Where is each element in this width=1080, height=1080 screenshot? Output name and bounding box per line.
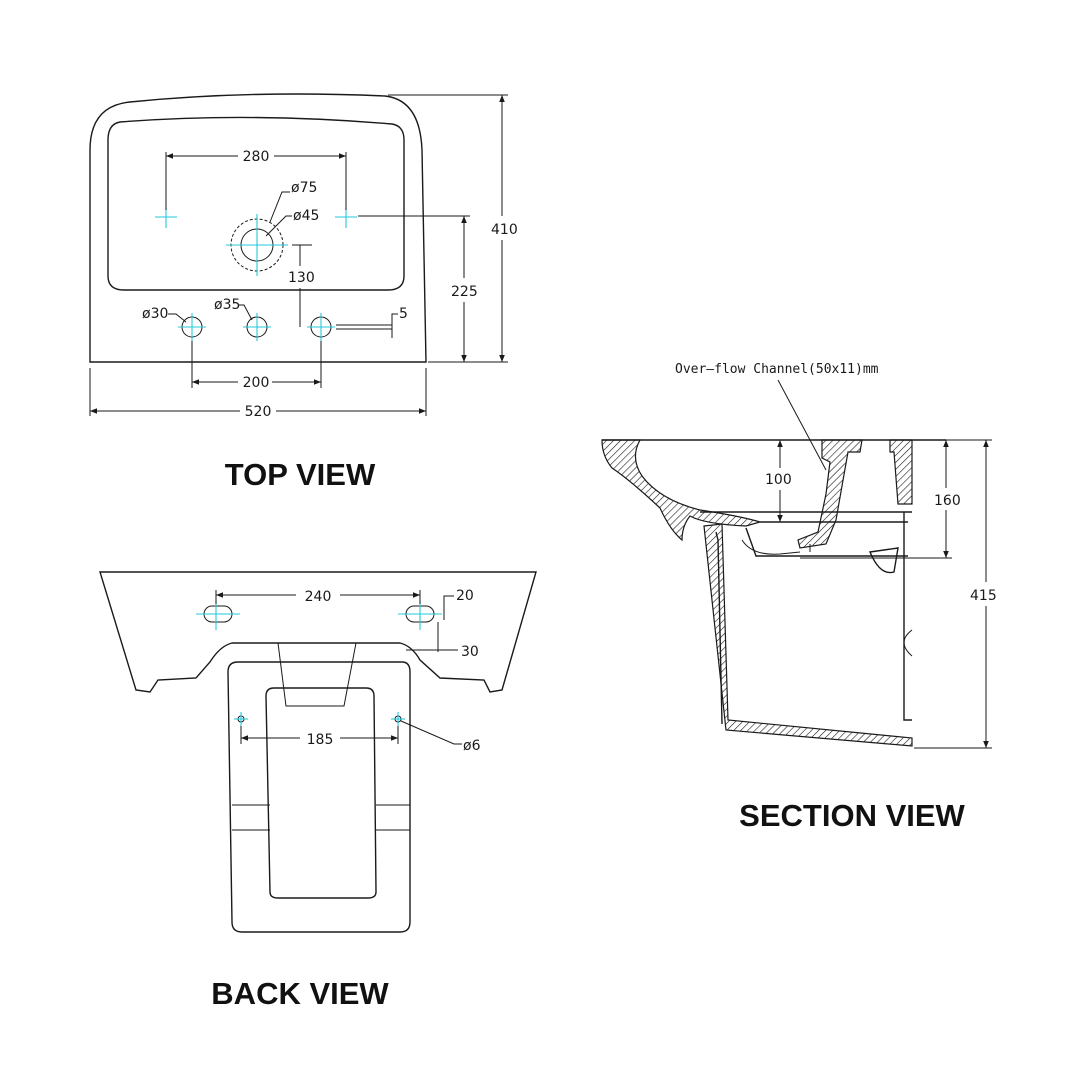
- dim-45-label: ø45: [293, 208, 319, 224]
- dim-200-label: 200: [243, 375, 270, 391]
- overflow-note-leader: [777, 379, 827, 471]
- top-view-bowl: [107, 116, 405, 291]
- section-rear-wall: [889, 439, 913, 505]
- dim-200: 200: [191, 341, 322, 391]
- dim-415-label: 415: [970, 588, 997, 604]
- dim-5-label: 5: [399, 306, 408, 322]
- top-view-title: TOP VIEW: [225, 457, 376, 492]
- dim-30-label: ø30: [142, 306, 168, 322]
- back-view-pedestal-inner: [265, 687, 377, 899]
- dim-100-label: 100: [765, 472, 792, 488]
- section-view-title: SECTION VIEW: [739, 798, 965, 833]
- dim-185: 185: [240, 726, 399, 748]
- dim-130-label: 130: [288, 270, 315, 286]
- dim-drain-diameters: ø75 ø45: [265, 180, 319, 237]
- dim-280-label: 280: [243, 149, 270, 165]
- dim-5: 5: [336, 306, 408, 338]
- dim-410-label: 410: [491, 222, 518, 238]
- dim-160-label: 160: [934, 493, 961, 509]
- mounting-hole-right: [307, 313, 335, 341]
- dim-hole-diameters: ø30 ø35: [142, 297, 253, 323]
- dim-100: 100: [765, 440, 792, 522]
- back-view-pedestal-outline: [227, 661, 411, 933]
- dim-20-label: 20: [456, 588, 474, 604]
- back-mounting-slot-right: [398, 600, 442, 630]
- section-pedestal-shell: [703, 523, 913, 747]
- dim-240: 240: [215, 589, 421, 605]
- dim-160: 160: [800, 440, 961, 559]
- back-view: 240 20 30 185 ø6 BACK VIEW: [99, 571, 537, 1011]
- back-view-siphon-cover: [277, 642, 357, 707]
- overflow-channel-note: Over–flow Channel(50x11)mm: [675, 362, 879, 377]
- section-view: Over–flow Channel(50x11)mm 100 160 415 S…: [601, 362, 997, 833]
- dim-20: 20: [443, 588, 474, 620]
- pedestal-hole-right: [391, 712, 405, 726]
- section-overflow-wall: [797, 439, 863, 549]
- section-pedestal-notch: [903, 629, 913, 657]
- section-basin-shell: [601, 439, 763, 542]
- back-view-title: BACK VIEW: [211, 976, 389, 1011]
- section-pedestal-inner: [715, 512, 912, 725]
- mounting-hole-left: [178, 313, 206, 341]
- mounting-hole-middle: [243, 313, 271, 341]
- dim-130: 130: [288, 244, 315, 327]
- dim-520-label: 520: [245, 404, 272, 420]
- dim-240-label: 240: [305, 589, 332, 605]
- top-view: 280 ø75 ø45 130 225 410: [89, 93, 518, 492]
- back-view-band: [232, 804, 410, 831]
- back-mounting-slot-left: [196, 600, 240, 630]
- back-view-basin-outline: [99, 571, 537, 693]
- dim-415: 415: [914, 439, 997, 749]
- dim-30b-label: 30: [461, 644, 479, 660]
- pedestal-hole-left: [234, 712, 248, 726]
- dim-6-label: ø6: [463, 738, 481, 754]
- drain-hole: [226, 214, 288, 276]
- dim-35-label: ø35: [214, 297, 240, 313]
- dim-75-label: ø75: [291, 180, 317, 196]
- dim-225: 225: [358, 215, 478, 363]
- dim-520: 520: [89, 368, 427, 420]
- dim-30: 30: [406, 622, 479, 660]
- top-view-outline: [89, 93, 427, 363]
- dim-410: 410: [388, 94, 518, 363]
- dim-280: 280: [165, 149, 347, 210]
- section-siphon: [741, 539, 811, 555]
- dim-185-label: 185: [307, 732, 334, 748]
- dim-225-label: 225: [451, 284, 478, 300]
- dim-6: ø6: [400, 720, 481, 754]
